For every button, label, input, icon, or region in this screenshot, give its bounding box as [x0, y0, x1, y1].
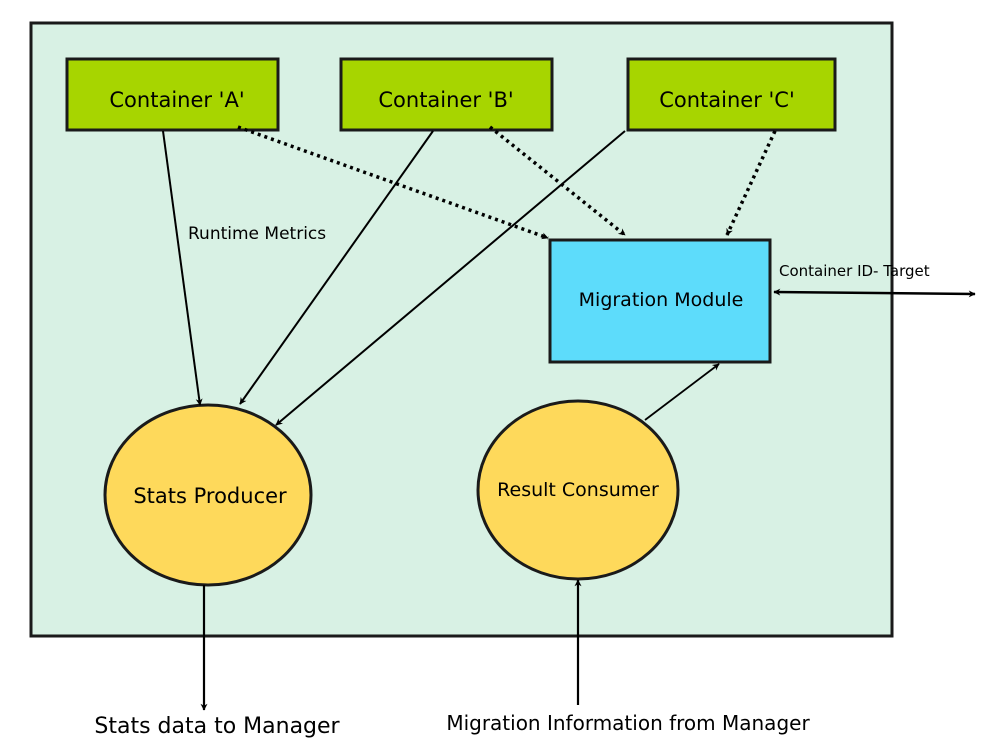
stats-producer-label: Stats Producer — [133, 484, 287, 508]
dotted-arrow-b-to-migration — [488, 125, 627, 237]
migration-module-box — [548, 238, 772, 364]
container-c-label: Container 'C' — [659, 88, 795, 112]
migration-module: Migration Module — [548, 238, 772, 364]
container-a: Container 'A' — [65, 57, 280, 132]
arrow-b-to-stats — [239, 130, 434, 405]
stats-producer: Stats Producer — [103, 403, 313, 587]
migration-module-label: Migration Module — [579, 289, 744, 311]
container-b: Container 'B' — [339, 57, 554, 132]
result-consumer: Result Consumer — [476, 399, 680, 581]
dotted-arrow-a-to-migration — [237, 125, 549, 240]
container-b-box — [339, 57, 554, 132]
runtime-metrics-label: Runtime Metrics — [188, 224, 326, 244]
result-consumer-label: Result Consumer — [497, 479, 659, 501]
arrow-c-to-stats — [275, 130, 626, 426]
dotted-arrow-c-to-migration — [725, 130, 777, 236]
arrow-a-to-stats — [162, 130, 203, 406]
container-id-target-label: Container ID- Target — [779, 262, 930, 280]
arrow-migration-external — [773, 288, 976, 298]
migration-from-manager-label: Migration Information from Manager — [446, 711, 810, 735]
container-a-label: Container 'A' — [109, 88, 244, 112]
container-a-box — [65, 57, 280, 132]
container-c: Container 'C' — [626, 57, 837, 132]
stats-producer-circle — [103, 403, 313, 587]
result-consumer-circle — [476, 399, 680, 581]
container-c-box — [626, 57, 837, 132]
container-b-label: Container 'B' — [378, 88, 513, 112]
stats-to-manager-label: Stats data to Manager — [94, 714, 340, 739]
arrow-consumer-to-migration — [644, 363, 720, 421]
